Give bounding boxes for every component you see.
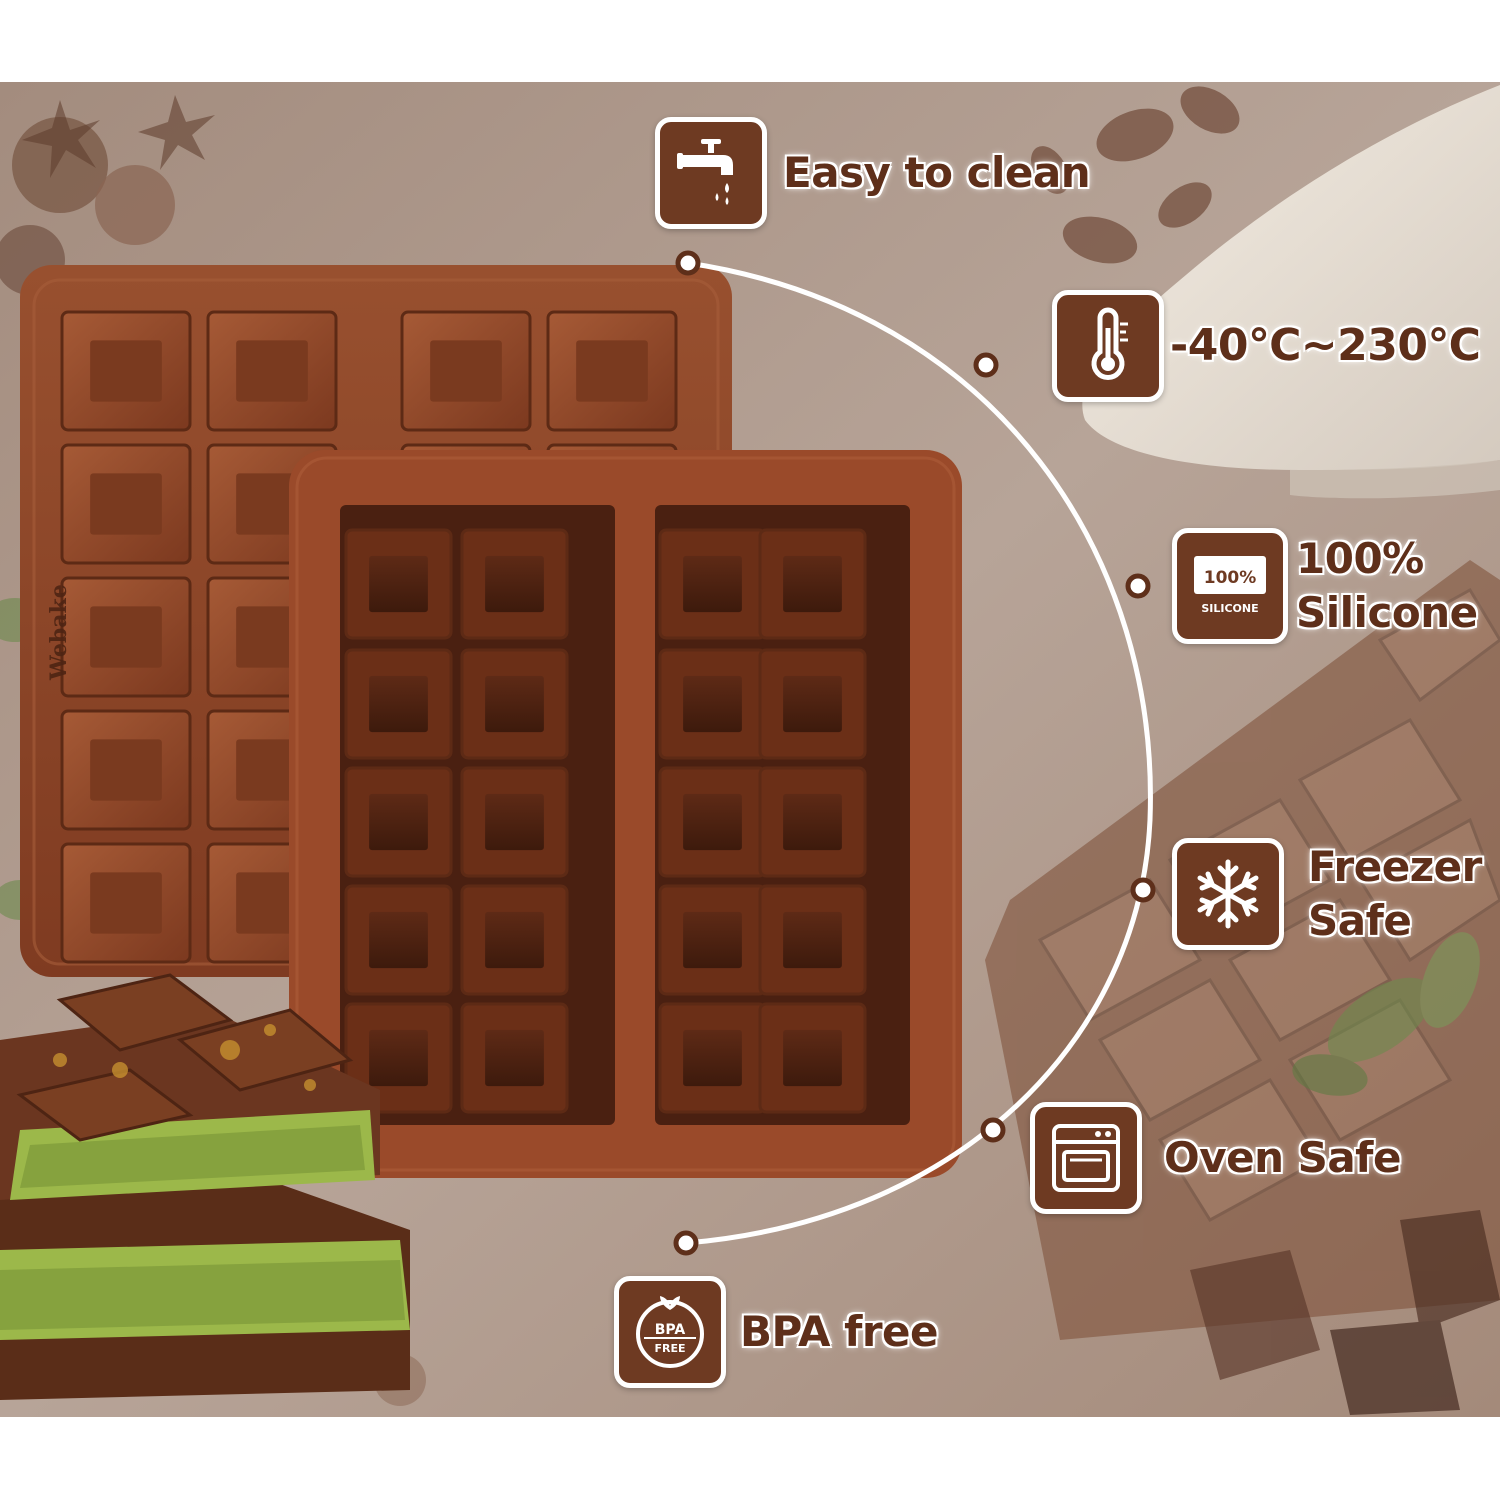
- feature-silicone: 100% SILICONE 100%Silicone: [1172, 528, 1478, 644]
- connector-arc: [673, 250, 1156, 1256]
- feature-label: 100%Silicone: [1296, 534, 1478, 637]
- thermometer-icon: [1052, 290, 1164, 402]
- mold-cell-pit: [369, 675, 428, 733]
- feature-oven-safe: Oven Safe: [1030, 1102, 1401, 1214]
- badge-text-bottom: FREE: [654, 1342, 685, 1355]
- mold-cell-pit: [369, 555, 428, 613]
- mold-cell-pit: [90, 473, 162, 535]
- snowflake-icon: [1172, 838, 1284, 950]
- mold-cell-pit: [236, 340, 308, 402]
- feature-label: BPA free: [740, 1307, 939, 1356]
- mold-cell-pit: [90, 872, 162, 934]
- front-mold: [289, 450, 962, 1178]
- mold-cell-pit: [783, 675, 842, 733]
- mold-cell-pit: [90, 606, 162, 668]
- badge-text-top: 100%: [1204, 568, 1257, 588]
- mold-cell-pit: [683, 911, 742, 969]
- mold-cell-pit: [430, 340, 502, 402]
- silicone-badge-icon: 100% SILICONE: [1172, 528, 1288, 644]
- mold-cell-pit: [683, 555, 742, 613]
- brand-mark: Webake: [46, 584, 72, 681]
- mold-cell-pit: [576, 340, 648, 402]
- mold-cell-pit: [783, 911, 842, 969]
- mold-cell-pit: [485, 675, 544, 733]
- mold-cell-pit: [683, 1029, 742, 1087]
- mold-cell-pit: [369, 793, 428, 851]
- bpa-free-icon: BPA FREE: [614, 1276, 726, 1388]
- badge-text-bottom: SILICONE: [1201, 602, 1258, 615]
- badge-text-top: BPA: [655, 1322, 686, 1338]
- mold-cell-pit: [683, 793, 742, 851]
- mold-cell-pit: [369, 911, 428, 969]
- mold-cell-pit: [485, 1029, 544, 1087]
- feature-label: Oven Safe: [1164, 1133, 1401, 1182]
- mold-cell-pit: [485, 793, 544, 851]
- feature-label: Easy to clean: [783, 148, 1091, 197]
- faucet-icon: [655, 117, 767, 229]
- feature-bpa-free: BPA FREE BPA free: [614, 1276, 939, 1388]
- mold-cell-pit: [783, 1029, 842, 1087]
- feature-easy-to-clean: Easy to clean: [655, 117, 1091, 229]
- oven-icon: [1030, 1102, 1142, 1214]
- chocolate-bar-photo: [0, 973, 410, 1400]
- mold-cell-pit: [485, 911, 544, 969]
- mold-cell-pit: [783, 555, 842, 613]
- mold-cell-pit: [90, 340, 162, 402]
- mold-cell-pit: [683, 675, 742, 733]
- mold-cell-pit: [369, 1029, 428, 1087]
- feature-temperature: -40℃~230℃: [1052, 290, 1481, 402]
- feature-label: -40℃~230℃: [1170, 320, 1481, 371]
- mold-cell-pit: [783, 793, 842, 851]
- mold-cell-pit: [485, 555, 544, 613]
- mold-cell-pit: [90, 739, 162, 801]
